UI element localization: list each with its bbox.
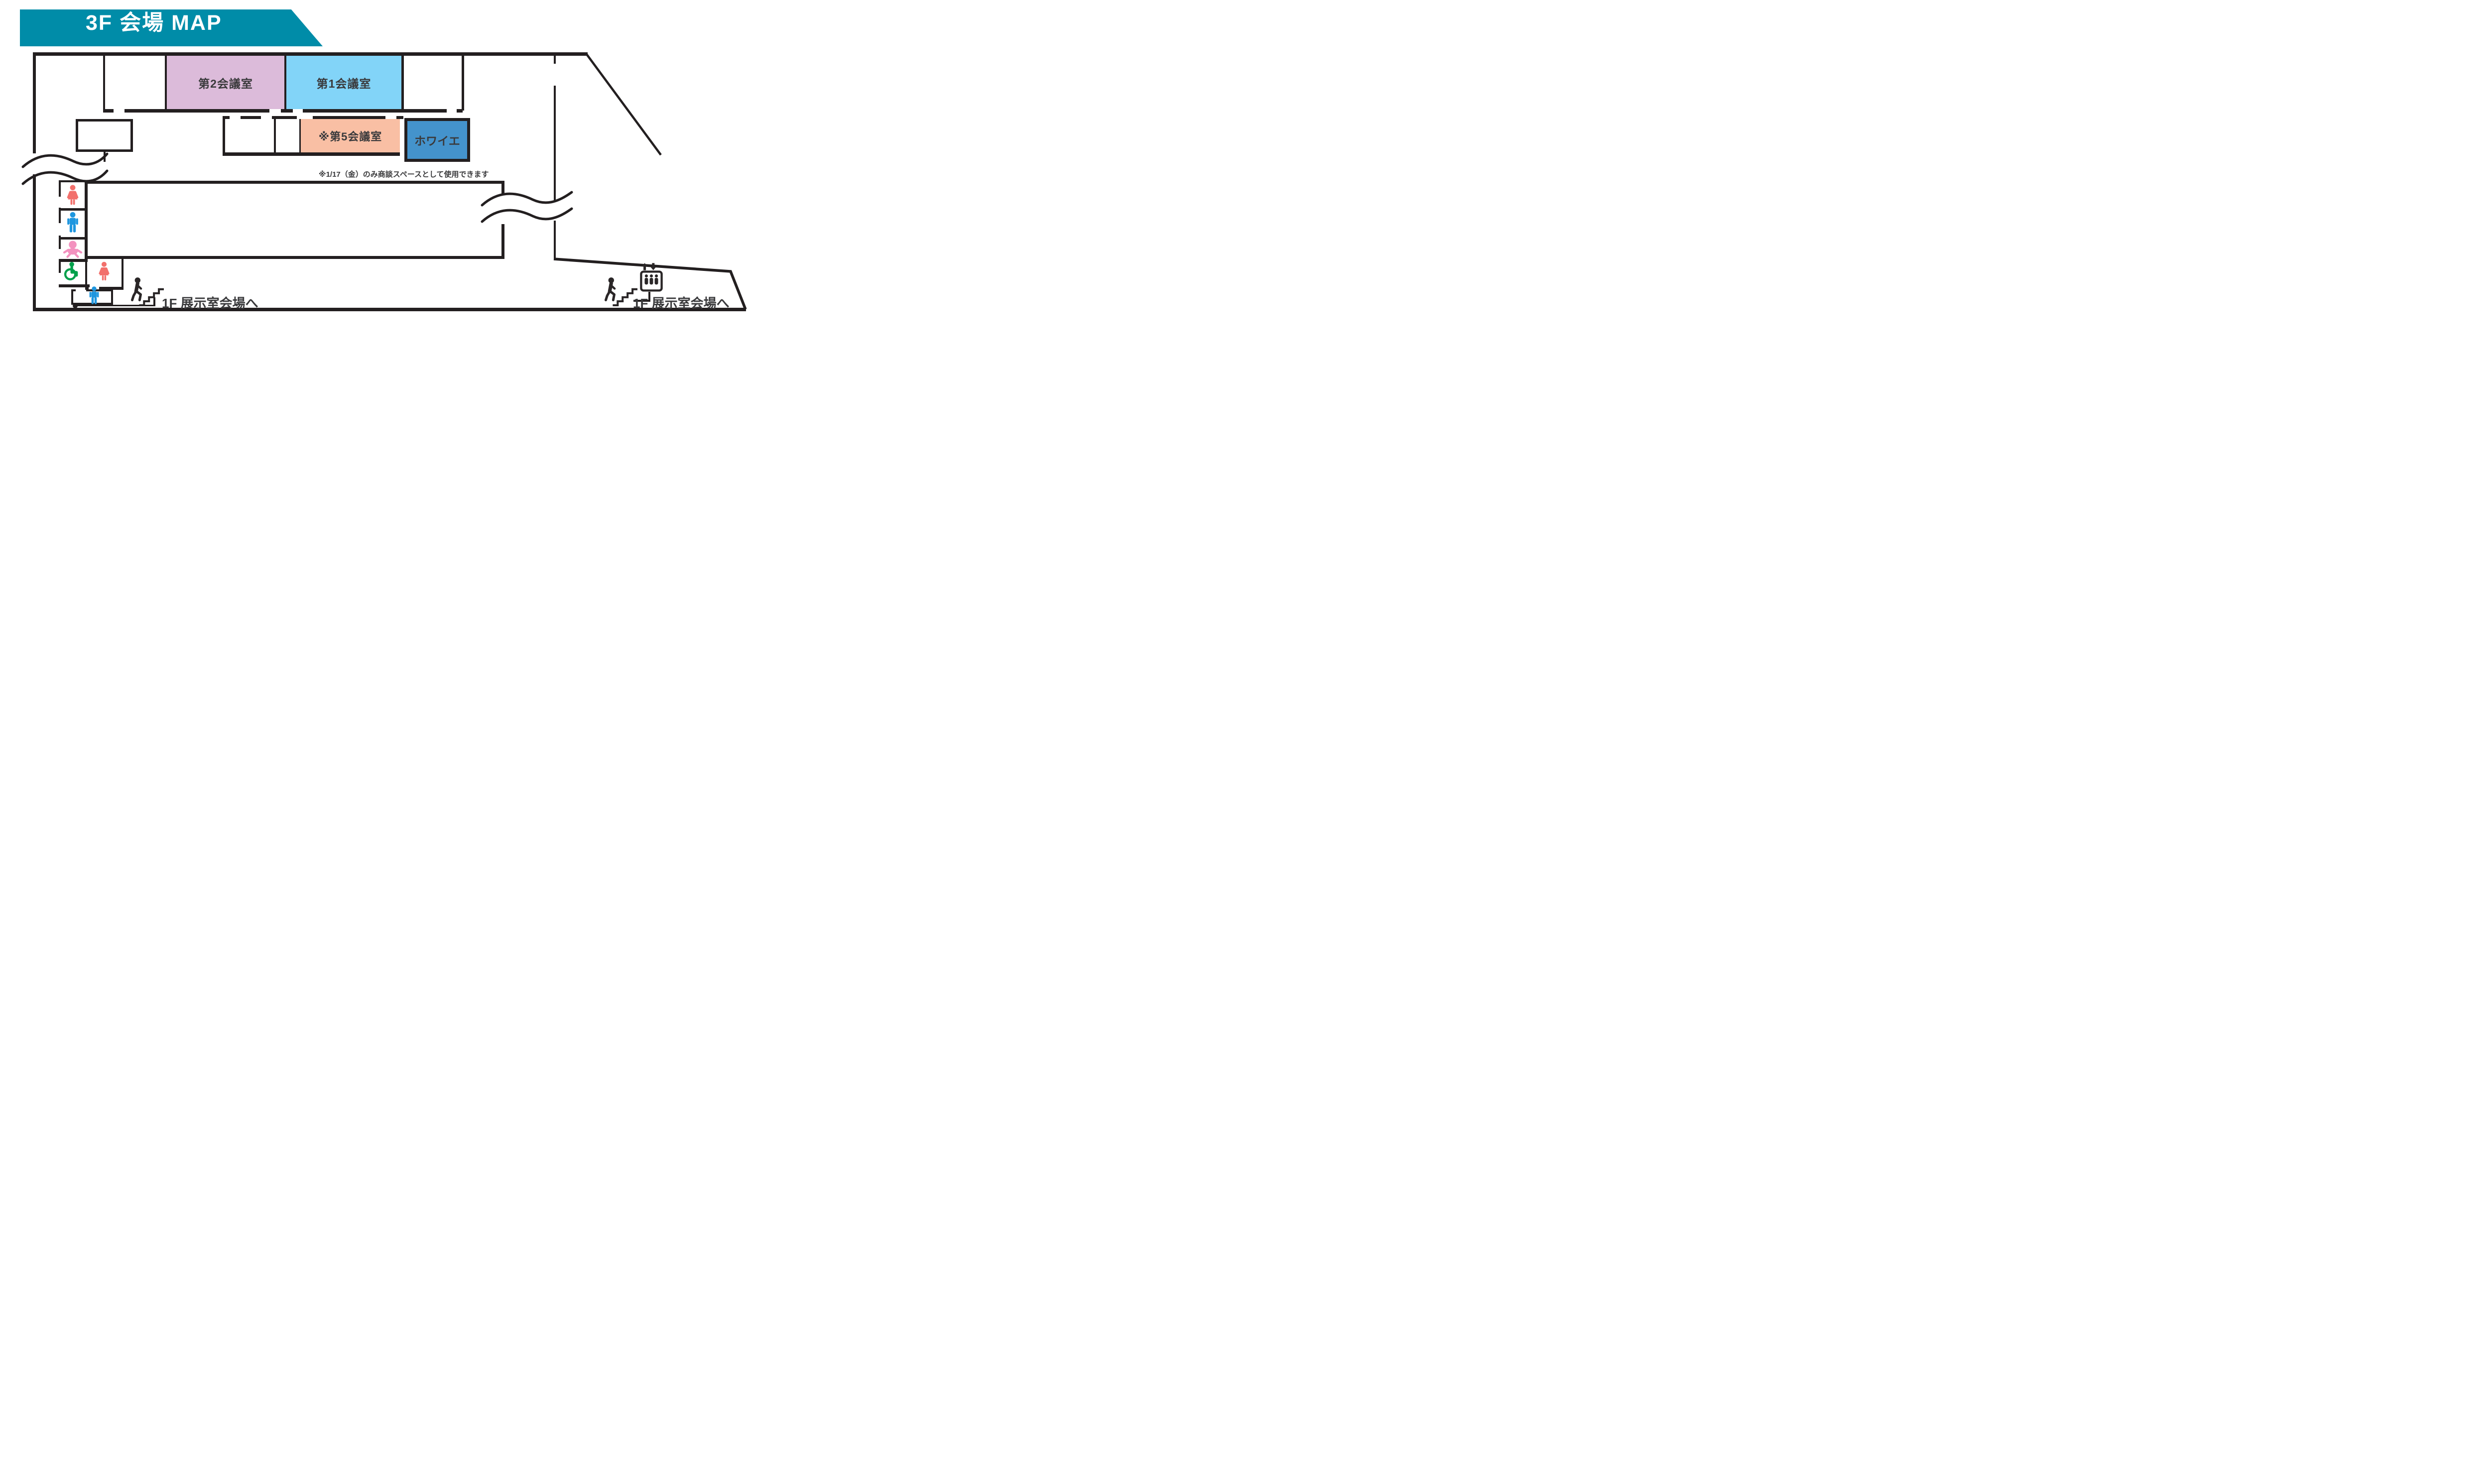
wall-segment	[165, 56, 167, 109]
wall-segment	[74, 305, 155, 306]
stair-riser	[648, 292, 650, 301]
wall-segment	[59, 182, 61, 197]
break-wave-icon	[21, 169, 109, 185]
wall-segment	[111, 289, 113, 305]
wall-segment	[303, 109, 447, 113]
wall-segment	[124, 109, 269, 113]
exit-right-label: 1F 展示室会場へ	[633, 296, 730, 311]
wall-segment	[59, 259, 88, 262]
women-restroom-icon	[99, 261, 110, 281]
break-wave-icon	[481, 191, 573, 207]
wall-segment	[223, 116, 225, 156]
wall-segment	[99, 287, 124, 290]
stair-riser	[153, 297, 155, 306]
wall-segment	[633, 300, 650, 302]
wall-segment	[554, 56, 556, 64]
wall-segment	[85, 287, 89, 290]
wall-segment	[86, 289, 113, 291]
wall-segment	[223, 152, 400, 156]
stairs-icon	[131, 277, 164, 307]
wall-segment	[554, 221, 556, 259]
wall-segment	[59, 236, 61, 249]
venue-floor-map: 3F 会場 MAP 第2会議室 第1会議室 ※第5会議室 ホワイエ	[0, 0, 781, 332]
page-title: 3F 会場 MAP	[86, 11, 222, 35]
small-room	[76, 119, 133, 152]
wall-segment	[223, 116, 230, 119]
southeast-boundary-wall	[553, 257, 747, 310]
map-lines-layer	[21, 53, 747, 310]
wall-segment	[313, 116, 385, 119]
wall-segment	[59, 284, 90, 287]
meeting-room-2: 第2会議室	[167, 56, 284, 109]
wall-segment	[59, 208, 61, 223]
meeting-room-1: 第1会議室	[286, 56, 401, 109]
wall-segment	[103, 56, 105, 113]
baby-room-icon	[63, 241, 83, 258]
wall-segment	[457, 109, 463, 113]
wall-segment	[33, 308, 746, 311]
wall-segment	[85, 259, 87, 290]
wall-segment	[33, 52, 36, 153]
wall-segment	[59, 237, 86, 240]
wall-segment	[272, 116, 297, 119]
wall-segment	[33, 52, 588, 56]
wall-break-gap	[498, 194, 507, 224]
wall-segment	[274, 116, 276, 156]
wall-segment	[299, 119, 301, 152]
title-banner	[20, 9, 323, 46]
wall-segment	[554, 86, 556, 201]
wall-segment	[71, 289, 73, 305]
wheelchair-icon	[64, 262, 78, 280]
foyer-label: ホワイエ	[414, 134, 460, 147]
break-wave-icon	[481, 207, 573, 223]
wall-segment	[59, 260, 61, 273]
meeting-room-5-label: ※第5会議室	[318, 130, 382, 143]
wall-segment	[122, 259, 124, 290]
meeting-room-5: ※第5会議室	[301, 119, 400, 152]
men-restroom-icon	[67, 212, 78, 233]
elevator-icon	[640, 263, 663, 292]
wall-segment	[281, 109, 293, 113]
meeting-room-2-label: 第2会議室	[198, 77, 253, 90]
meeting-room-1-label: 第1会議室	[316, 77, 372, 90]
wall-segment	[241, 116, 261, 119]
wall-segment	[71, 289, 76, 291]
exit-left-label: 1F 展示室会場へ	[162, 296, 258, 311]
wall-segment	[59, 208, 86, 211]
men-restroom-icon	[89, 286, 99, 304]
wall-segment	[401, 56, 404, 111]
usage-note: ※1/17（金）のみ商談スペースとして使用できます	[319, 170, 489, 179]
diagonal-wall	[586, 53, 662, 156]
women-restroom-icon	[67, 185, 79, 205]
wall-segment	[33, 174, 36, 311]
wall-segment	[396, 116, 403, 119]
foyer-room: ホワイエ	[404, 118, 470, 162]
wall-end-dot	[73, 303, 78, 308]
wall-segment	[103, 109, 114, 113]
wall-segment	[59, 180, 86, 182]
wall-segment	[462, 56, 464, 111]
stairs-icon	[605, 277, 637, 307]
main-hall	[85, 181, 504, 259]
break-wave-icon	[21, 152, 109, 168]
wall-segment	[284, 56, 286, 109]
